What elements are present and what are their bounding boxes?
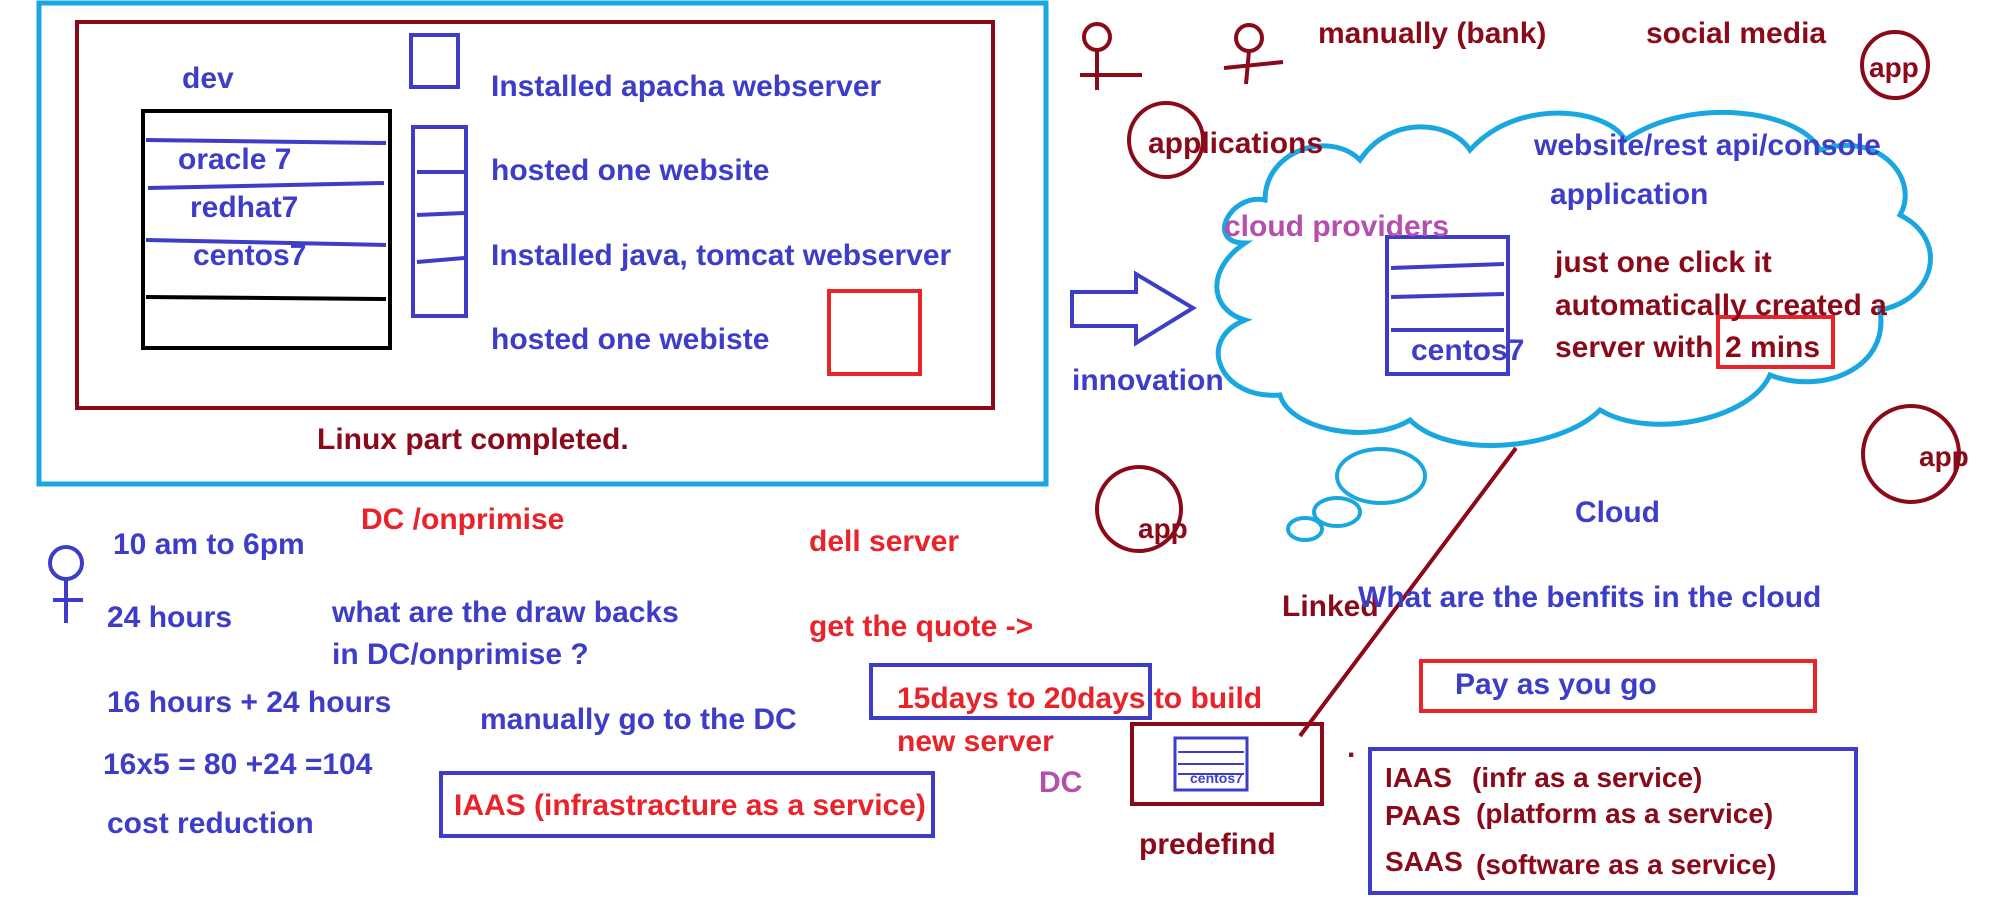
linux-section-frame — [36, 0, 1049, 487]
website-api-label: website/rest api/console — [1534, 129, 1881, 162]
cloud-shape — [1214, 109, 1933, 448]
os-item-redhat: redhat7 — [190, 191, 299, 224]
applications-label: applications — [1148, 127, 1324, 160]
drawbacks-question: in DC/onprimise ? — [332, 638, 589, 671]
server-rack-icon — [411, 125, 468, 318]
os-divider — [145, 295, 387, 301]
hours-item: 16 hours + 24 hours — [107, 686, 392, 719]
one-click-label: server with — [1555, 331, 1714, 364]
server-divider — [1390, 292, 1505, 299]
cloud-bubble — [1286, 516, 1324, 542]
linux-completed-label: Linux part completed. — [317, 423, 629, 456]
cloud-providers-label: cloud providers — [1224, 210, 1450, 243]
social-media-label: social media — [1646, 17, 1827, 50]
get-quote-label: get the quote -> — [809, 610, 1034, 643]
rack-divider — [416, 211, 465, 217]
app-circle-icon — [1861, 404, 1961, 504]
service-desc-paas: (platform as a service) — [1476, 798, 1774, 829]
app-circle-icon — [1095, 465, 1183, 553]
services-box — [1368, 747, 1858, 895]
iaas-label: IAAS (infrastracture as a service) — [454, 789, 926, 822]
cloud-label: Cloud — [1575, 496, 1660, 529]
os-stack-box — [141, 109, 392, 350]
cloud-server-label: centos7 — [1411, 334, 1525, 367]
hours-item: 16x5 = 80 +24 =104 — [103, 748, 373, 781]
os-divider — [145, 238, 387, 247]
hours-item: 24 hours — [107, 601, 233, 634]
linux-inner-frame — [75, 20, 995, 410]
os-divider — [145, 138, 387, 145]
service-abbr-iaas: IAAS — [1385, 762, 1452, 793]
predefind-label: predefind — [1139, 828, 1276, 861]
mini-server-icon — [1173, 736, 1249, 792]
app-label: app — [1138, 513, 1188, 544]
step-host-website: hosted one website — [491, 154, 770, 187]
red-square-icon — [827, 289, 922, 376]
one-click-label: automatically created a — [1555, 289, 1887, 322]
cloud-bubble — [1335, 447, 1427, 505]
pay-as-you-go-label: Pay as you go — [1455, 668, 1657, 701]
service-abbr-saas: SAAS — [1385, 846, 1463, 877]
cloud-bubble — [1312, 496, 1362, 528]
hours-item: cost reduction — [107, 807, 314, 840]
step-host-webiste: hosted one webiste — [491, 323, 770, 356]
person-icon — [48, 545, 84, 623]
two-mins-box — [1716, 315, 1835, 369]
mini-server-label: centos7 — [1190, 770, 1243, 786]
app-label: app — [1919, 441, 1969, 472]
drawbacks-question: what are the draw backs — [332, 596, 679, 629]
person-icon — [1223, 23, 1284, 85]
os-divider — [147, 181, 385, 190]
iaas-box — [439, 771, 935, 838]
innovation-label: innovation — [1072, 364, 1224, 397]
linked-label: Linked — [1282, 590, 1379, 623]
app-circle-icon — [1860, 30, 1930, 100]
os-item-centos: centos7 — [193, 239, 307, 272]
predefind-server-box — [1130, 722, 1324, 806]
build-time-label: new server — [897, 725, 1054, 758]
cloud-server-icon — [1385, 235, 1510, 376]
manual-dc-label: manually go to the DC — [480, 703, 797, 736]
dev-label: dev — [182, 62, 234, 95]
step-install-tomcat: Installed java, tomcat webserver — [491, 239, 952, 272]
step-install-apache: Installed apacha webserver — [491, 70, 882, 103]
dc-label: DC — [1039, 766, 1083, 799]
manually-bank-label: manually (bank) — [1318, 17, 1547, 50]
one-click-label: just one click it — [1555, 246, 1772, 279]
two-mins-label: 2 mins — [1725, 331, 1821, 364]
dc-onprimise-heading: DC /onprimise — [361, 503, 565, 536]
service-abbr-paas: PAAS — [1385, 800, 1461, 831]
innovation-arrow-icon — [1070, 270, 1197, 347]
hours-item: 10 am to 6pm — [113, 528, 305, 561]
applications-circle-icon — [1127, 101, 1205, 179]
server-square-icon — [409, 33, 460, 89]
service-desc-iaas: (infr as a service) — [1472, 762, 1703, 793]
linked-connector-line — [1298, 446, 1518, 738]
os-item-oracle: oracle 7 — [178, 143, 292, 176]
person-icon — [1080, 22, 1142, 90]
dell-server-label: dell server — [809, 525, 960, 558]
service-desc-saas: (software as a service) — [1476, 849, 1777, 880]
rack-divider — [416, 256, 465, 264]
application-label: application — [1550, 178, 1709, 211]
app-label: app — [1869, 52, 1919, 83]
benefits-question: What are the benfits in the cloud — [1358, 581, 1822, 614]
build-time-box — [869, 663, 1152, 720]
build-time-label: 15days to 20days to build — [897, 682, 1263, 715]
server-divider — [1390, 262, 1505, 270]
dot-mark: . — [1347, 731, 1356, 764]
pay-as-you-go-box — [1419, 659, 1817, 713]
